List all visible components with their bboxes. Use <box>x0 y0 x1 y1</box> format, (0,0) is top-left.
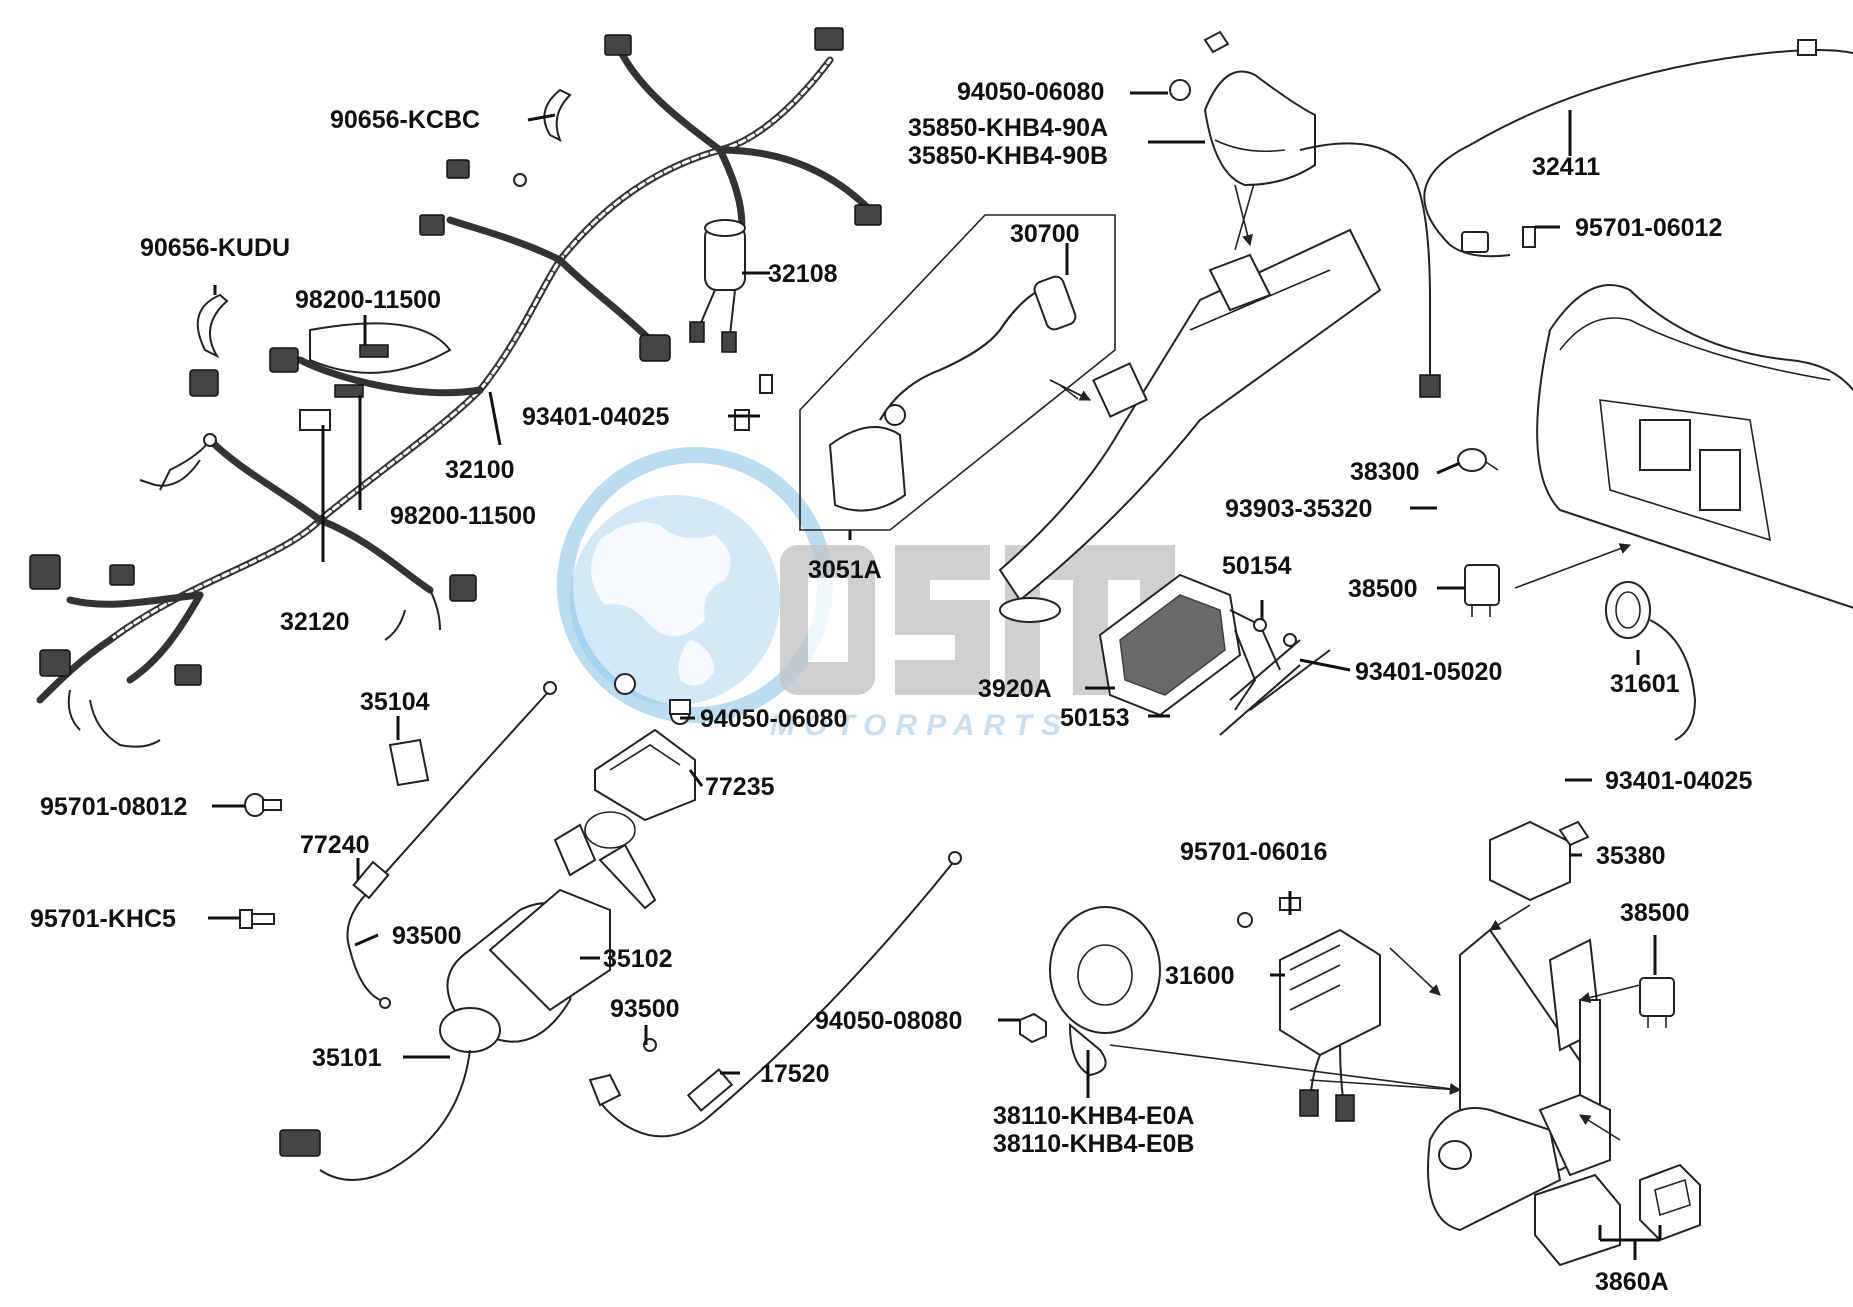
label-90656-kcbc: 90656-KCBC <box>330 106 480 134</box>
label-93401-05020: 93401-05020 <box>1355 658 1502 686</box>
label-35104: 35104 <box>360 688 430 716</box>
label-98200-11500-top: 98200-11500 <box>295 286 441 314</box>
label-38500-top: 38500 <box>1348 575 1418 603</box>
relay-32108 <box>689 219 746 353</box>
label-32100: 32100 <box>445 456 515 484</box>
horn-38110 <box>1049 906 1161 1077</box>
label-50154: 50154 <box>1222 552 1292 580</box>
label-90656-kudu: 90656-KUDU <box>140 234 290 262</box>
label-94050-06080-mid: 94050-06080 <box>700 705 847 733</box>
label-38110-khb4-e0b: 38110-KHB4-E0B <box>993 1130 1195 1158</box>
label-95701-khc5: 95701-KHC5 <box>30 905 176 933</box>
label-38110-khb4-e0a: 38110-KHB4-E0A <box>993 1102 1195 1130</box>
label-77240: 77240 <box>300 831 370 859</box>
regulator-31600 <box>1237 897 1381 1122</box>
clamp-98200 <box>299 322 452 431</box>
label-3920a: 3920A <box>978 675 1052 703</box>
label-94050-06080-top: 94050-06080 <box>957 78 1104 106</box>
relay-38500-b <box>1639 977 1675 1028</box>
leader-lines <box>208 91 1662 1260</box>
watermark-tagline: MOTORPARTS <box>770 709 1070 742</box>
label-38300: 38300 <box>1350 458 1420 486</box>
label-30700: 30700 <box>1010 220 1080 248</box>
mounting-bracket <box>1427 928 1611 1232</box>
label-95701-06012: 95701-06012 <box>1575 214 1722 242</box>
label-32411: 32411 <box>1532 153 1600 181</box>
label-31601: 31601 <box>1610 670 1680 698</box>
band-90656-kcbc <box>543 88 572 143</box>
label-77235: 77235 <box>705 773 775 801</box>
label-50153: 50153 <box>1060 704 1130 732</box>
label-93401-04025-right: 93401-04025 <box>1605 767 1752 795</box>
relay-35380 <box>1489 820 1590 902</box>
band-90656-kudu <box>196 293 229 359</box>
label-3860a: 3860A <box>1595 1268 1669 1296</box>
oem-letters <box>780 545 1175 695</box>
relay-38500-a <box>1464 564 1500 617</box>
label-35380: 35380 <box>1596 842 1666 870</box>
label-95701-08012: 95701-08012 <box>40 793 187 821</box>
cable-17520 <box>588 851 962 1138</box>
cable-77240 <box>346 681 557 1009</box>
bracket-77235 <box>594 673 696 822</box>
label-35102: 35102 <box>603 945 673 973</box>
label-35850-khb4-90a: 35850-KHB4-90A <box>908 114 1108 142</box>
latch-35104 <box>388 738 430 787</box>
label-94050-08080: 94050-08080 <box>815 1007 962 1035</box>
label-93500-right: 93500 <box>610 995 680 1023</box>
label-93500-left: 93500 <box>392 922 462 950</box>
label-32120: 32120 <box>280 608 350 636</box>
watermark: MOTORPARTS <box>557 447 1175 742</box>
switch-35850 <box>1169 30 1441 398</box>
wire-harness-32100 <box>29 27 882 748</box>
nut-94050-08080 <box>1019 1012 1047 1044</box>
bolt-95701-khc5 <box>239 909 275 929</box>
relay-38300 <box>1457 448 1499 472</box>
arrow-to-cover <box>1514 543 1632 589</box>
label-95701-06016: 95701-06016 <box>1180 838 1327 866</box>
label-38500-bottom: 38500 <box>1620 899 1690 927</box>
label-17520: 17520 <box>760 1060 830 1088</box>
frame-tube <box>998 179 1382 623</box>
globe-logo-icon <box>557 447 833 723</box>
part-labels: 90656-KCBC 90656-KUDU 98200-11500 32100 … <box>30 78 1752 1296</box>
regulator-3920a <box>1098 573 1331 736</box>
switch-31601 <box>1605 581 1697 741</box>
label-93903-35320: 93903-35320 <box>1225 495 1372 523</box>
label-35101: 35101 <box>312 1044 382 1072</box>
pointer-arrows <box>1049 184 1641 1141</box>
box-3051a <box>799 214 1116 531</box>
bolt-95701-08012 <box>244 793 282 817</box>
ignition-switch-35101 <box>279 811 657 1181</box>
fuse-block-3860a <box>1534 1163 1701 1267</box>
label-3051a: 3051A <box>808 556 882 584</box>
label-93401-04025-left: 93401-04025 <box>522 403 669 431</box>
label-32108: 32108 <box>768 260 838 288</box>
label-35850-khb4-90b: 35850-KHB4-90B <box>908 142 1108 170</box>
cable-32411 <box>1423 39 1853 258</box>
label-98200-11500-bottom: 98200-11500 <box>390 502 536 530</box>
label-31600: 31600 <box>1165 962 1235 990</box>
bolt-93401-04025-a <box>734 374 773 431</box>
front-cover <box>1536 284 1853 609</box>
ignition-coil-3051a <box>828 275 1077 512</box>
